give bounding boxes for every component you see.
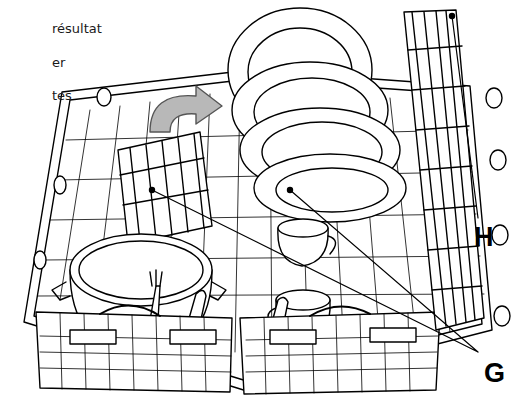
callout-letter: H [474,224,494,251]
callout-letter: G [484,360,505,387]
text-fragment: er [52,56,65,69]
text-fragment: tes [52,89,72,102]
text-fragment: résultat [52,22,102,35]
